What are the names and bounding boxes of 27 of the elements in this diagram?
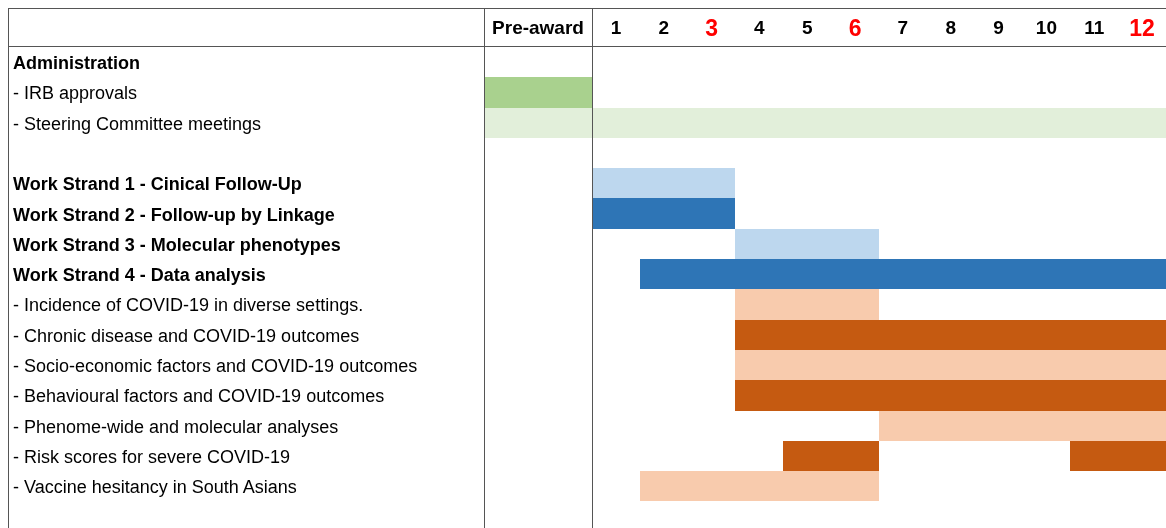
section-heading: Work Strand 3 - Molecular phenotypes	[13, 233, 341, 257]
task-label: - Phenome-wide and molecular analyses	[13, 415, 339, 439]
column-header: 5	[800, 16, 814, 40]
column-header: 1	[609, 16, 623, 40]
section-heading: Administration	[13, 52, 140, 75]
column-header: 7	[896, 16, 910, 40]
task-label: - Steering Committee meetings	[13, 112, 262, 136]
task-label: - Chronic disease and COVID-19 outcomes	[13, 324, 360, 348]
column-header: 2	[657, 16, 671, 40]
task-label: - Socio-economic factors and COVID-19 outcomes	[13, 355, 418, 378]
section-heading: Work Strand 2 - Follow-up by Linkage	[13, 203, 335, 227]
column-header: 8	[944, 16, 957, 40]
section-heading: Work Strand 4 - Data analysis	[13, 264, 266, 288]
task-label: - IRB approvals	[13, 82, 138, 106]
task-label: - Incidence of COVID-19 in diverse settings.	[13, 294, 364, 318]
column-header: 11	[1083, 16, 1106, 40]
column-header: 3	[704, 14, 719, 43]
column-header: 9	[992, 16, 1005, 40]
column-header: 6	[847, 14, 863, 43]
task-label: - Risk scores for severe COVID-19	[13, 445, 291, 469]
column-header: Pre-award	[491, 16, 585, 40]
task-label: - Vaccine hesitancy in South Asians	[13, 476, 297, 500]
column-header: 4	[753, 16, 766, 40]
column-header: 10	[1034, 16, 1058, 40]
task-label: - Behavioural factors and COVID-19 outcomes	[13, 385, 385, 409]
section-heading: Work Strand 1 - Cinical Follow-Up	[13, 173, 302, 197]
column-header: 12	[1128, 14, 1156, 43]
